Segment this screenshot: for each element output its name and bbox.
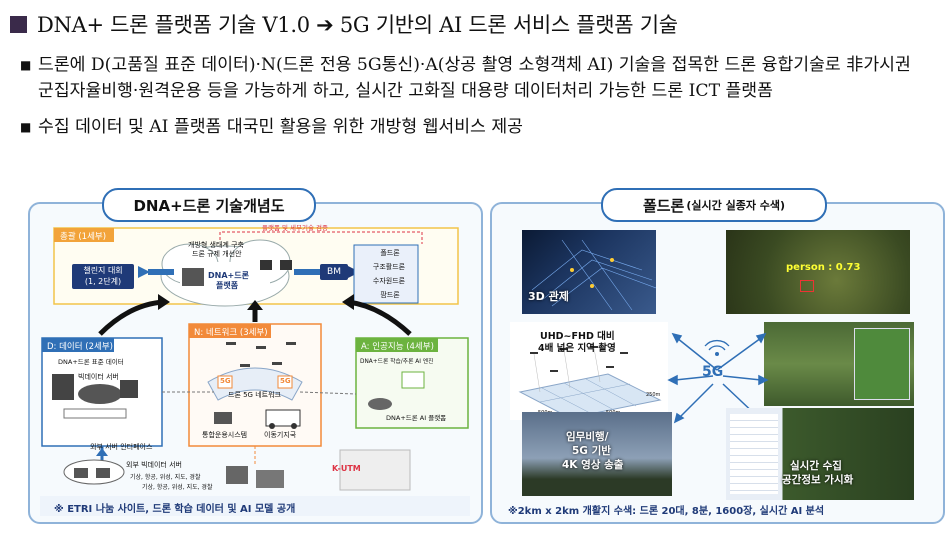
caption-3d-control: 3D 관제 xyxy=(528,290,569,303)
verification-note: 플랫폼 및 세부기술 검증 xyxy=(262,224,328,232)
photo-field-aerial xyxy=(764,322,914,406)
challenge-box: 챌린지 대회 (1, 2단계) xyxy=(72,264,134,289)
n-5g-left: 5G xyxy=(220,377,231,385)
bm-box: BM xyxy=(320,264,348,280)
caption-realtime-2: 공간정보 가시화 xyxy=(782,474,854,486)
bullet-list: ■ 드론에 D(고품질 표준 데이터)·N(드론 전용 5G통신)·A(상공 촬… xyxy=(20,52,930,150)
platform-label-2: 플랫폼 xyxy=(216,281,239,290)
3d-map-lines xyxy=(531,239,656,311)
page-title: DNA+ 드론 플랫폼 기술 V1.0 ➔ 5G 기반의 AI 드론 서비스 플… xyxy=(37,13,678,37)
n-5g-right: 5G xyxy=(280,377,291,385)
caption-uhd-2: 4배 넓은 지역 촬영 xyxy=(538,343,616,354)
a-ai-engine: DNA+드론 학습/추론 AI 엔진 xyxy=(360,359,434,365)
bullet-square-icon: ■ xyxy=(20,120,32,134)
concept-diagram-svg xyxy=(40,227,470,516)
photo-realtime-map: 실시간 수집 공간정보 가시화 xyxy=(726,408,914,500)
d-standard-data: DNA+드론 표준 데이터 xyxy=(58,358,124,366)
concept-diagram-pill: DNA+드론 기술개념도 xyxy=(102,188,316,222)
service-rescue-drone: 구조활드론 xyxy=(372,263,406,271)
external-sources-2: 기상, 항공, 위성, 지도, 경찰 xyxy=(142,484,213,491)
bullet-text: 드론에 D(고품질 표준 데이터)·N(드론 전용 5G통신)·A(상공 촬영 … xyxy=(38,55,911,101)
fol-drone-panel: 3D 관제 person : 0.73 UHD~FHD 대비 4배 넓은 지역 … xyxy=(490,202,945,524)
detection-box xyxy=(800,280,814,292)
ecosystem-label: 개방형 생태계 구축 xyxy=(188,241,244,249)
coverage-grid xyxy=(518,346,662,419)
left-footer-note: ※ ETRI 나눔 사이트, 드론 학습 데이터 및 AI 모델 공개 xyxy=(54,504,296,515)
caption-realtime-1: 실시간 수집 xyxy=(790,460,842,472)
a-ai-platform: DNA+드론 AI 플랫폼 xyxy=(386,414,447,422)
concept-diagram-panel: 총괄 (1세부) 플랫폼 및 세부기술 검증 개방형 생태계 구축 드론 규제 … xyxy=(28,202,483,524)
grid-label-250: 250m xyxy=(646,392,661,398)
service-farm-drone: 팜드론 xyxy=(380,291,400,299)
d-bigdata-server: 빅데이터 서버 xyxy=(78,373,119,381)
center-5g-label: 5G xyxy=(702,364,724,380)
n-5g-network: 드론 5G 네트워크 xyxy=(228,391,281,399)
bullet-item: ■ 수집 데이터 및 AI 플랫폼 대국민 활용을 위한 개방형 웹서비스 제공 xyxy=(20,114,930,140)
photo-person-detection: person : 0.73 xyxy=(726,230,910,314)
caption-mission-1: 임무비행/ xyxy=(566,431,609,443)
photo-grid-coverage: UHD~FHD 대비 4배 넓은 지역 촬영 500m 500m 250m xyxy=(510,322,668,420)
regulation-label: 드론 규제 개선안 xyxy=(192,250,242,258)
d-data-label: D: 데이터 (2세부) xyxy=(47,342,113,352)
n-mobile-station: 이동기지국 xyxy=(264,431,297,439)
external-sources-1: 기상, 항공, 위성, 지도, 경찰 xyxy=(130,474,201,481)
service-water-drone: 수자원드론 xyxy=(372,277,406,285)
caption-mission-3: 4K 영상 송출 xyxy=(562,459,624,471)
caption-uhd-1: UHD~FHD 대비 xyxy=(540,331,615,342)
map-side-list xyxy=(730,414,778,494)
title-square-icon xyxy=(10,15,27,33)
bullet-item: ■ 드론에 D(고품질 표준 데이터)·N(드론 전용 5G통신)·A(상공 촬… xyxy=(20,52,930,104)
right-footer-note: ※2km x 2km 개활지 수색: 드론 20대, 8분, 1600장, 실시… xyxy=(508,506,825,517)
external-bigdata-server: 외부 빅데이터 서버 xyxy=(126,461,182,469)
top-box-label: 총괄 (1세부) xyxy=(60,232,107,242)
fol-drone-pill: 폴드론(실시간 실종자 수색) xyxy=(601,188,827,222)
a-ai-label: A: 인공지능 (4세부) xyxy=(361,342,434,352)
fol-drone-pill-sub: (실시간 실종자 수색) xyxy=(686,199,786,212)
caption-detection: person : 0.73 xyxy=(786,262,861,273)
photo-3d-control: 3D 관제 xyxy=(522,230,656,314)
bullet-square-icon: ■ xyxy=(20,58,32,72)
title-row: DNA+ 드론 플랫폼 기술 V1.0 ➔ 5G 기반의 AI 드론 서비스 플… xyxy=(10,8,678,40)
service-fol-drone: 폴드론 xyxy=(380,249,400,257)
n-network-label: N: 네트워크 (3세부) xyxy=(194,328,268,338)
n-ops-system: 통합운용시스템 xyxy=(202,431,248,439)
external-interface: 외부 서버 인터페이스 xyxy=(90,443,153,451)
fol-drone-pill-main: 폴드론 xyxy=(642,196,685,215)
photo-mission-flight: 임무비행/ 5G 기반 4K 영상 송출 xyxy=(522,412,672,496)
bullet-text: 수집 데이터 및 AI 플랫폼 대국민 활용을 위한 개방형 웹서비스 제공 xyxy=(38,117,523,137)
caption-mission-2: 5G 기반 xyxy=(572,445,611,457)
field-shape xyxy=(854,328,910,400)
k-utm-label: K-UTM xyxy=(332,464,361,473)
platform-label-1: DNA+드론 xyxy=(208,271,249,280)
